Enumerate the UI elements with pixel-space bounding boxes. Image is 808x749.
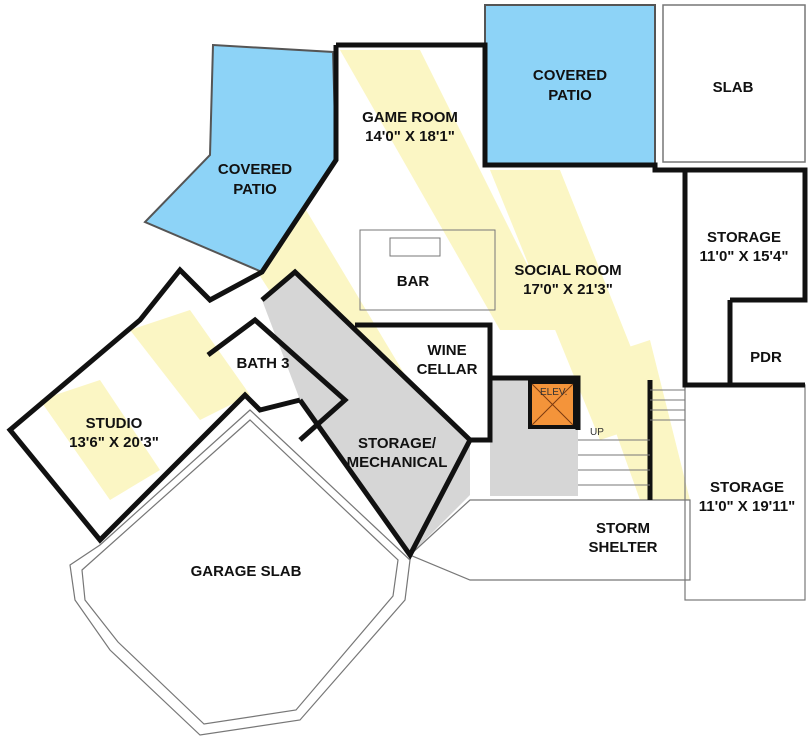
- label-social-room-dim: 17'0" X 21'3": [523, 281, 613, 298]
- label-covered-patio-top: COVERED: [533, 67, 607, 84]
- label-bath-3: BATH 3: [236, 355, 289, 372]
- label-storage-lower: STORAGE: [710, 479, 784, 496]
- label-covered-patio-left: COVERED: [218, 161, 292, 178]
- label-storage-upper: STORAGE: [707, 229, 781, 246]
- covered-patio-top: [484, 4, 656, 166]
- label-bar: BAR: [397, 273, 430, 290]
- label-covered-patio-left-2: PATIO: [233, 181, 277, 198]
- label-covered-patio-top-2: PATIO: [548, 87, 592, 104]
- label-storm-shelter: STORM: [596, 520, 650, 537]
- label-storage-mechanical: STORAGE/: [358, 435, 437, 452]
- label-elevator: ELEV.: [540, 387, 567, 398]
- slab-area: [662, 4, 806, 163]
- label-social-room: SOCIAL ROOM: [514, 262, 621, 279]
- walls: [6, 42, 808, 560]
- label-storage-lower-dim: 11'0" X 19'11": [699, 498, 795, 515]
- label-wine-cellar-2: CELLAR: [417, 361, 478, 378]
- label-studio-dim: 13'6" X 20'3": [69, 434, 159, 451]
- label-studio: STUDIO: [86, 415, 143, 432]
- label-storage-mechanical-2: MECHANICAL: [347, 454, 448, 471]
- label-stairs-up: UP: [590, 427, 604, 438]
- label-slab: SLAB: [713, 79, 754, 96]
- label-storm-shelter-2: SHELTER: [589, 539, 658, 556]
- label-garage-slab: GARAGE SLAB: [191, 563, 302, 580]
- storage-mechanical-area: [262, 272, 470, 555]
- label-game-room: GAME ROOM: [362, 109, 458, 126]
- label-wine-cellar: WINE: [427, 342, 466, 359]
- label-storage-upper-dim: 11'0" X 15'4": [700, 248, 789, 265]
- label-pdr: PDR: [750, 349, 782, 366]
- bar-counter: [359, 229, 496, 311]
- garage-slab-area: [69, 409, 411, 736]
- stairs: [578, 389, 685, 486]
- label-game-room-dim: 14'0" X 18'1": [365, 128, 455, 145]
